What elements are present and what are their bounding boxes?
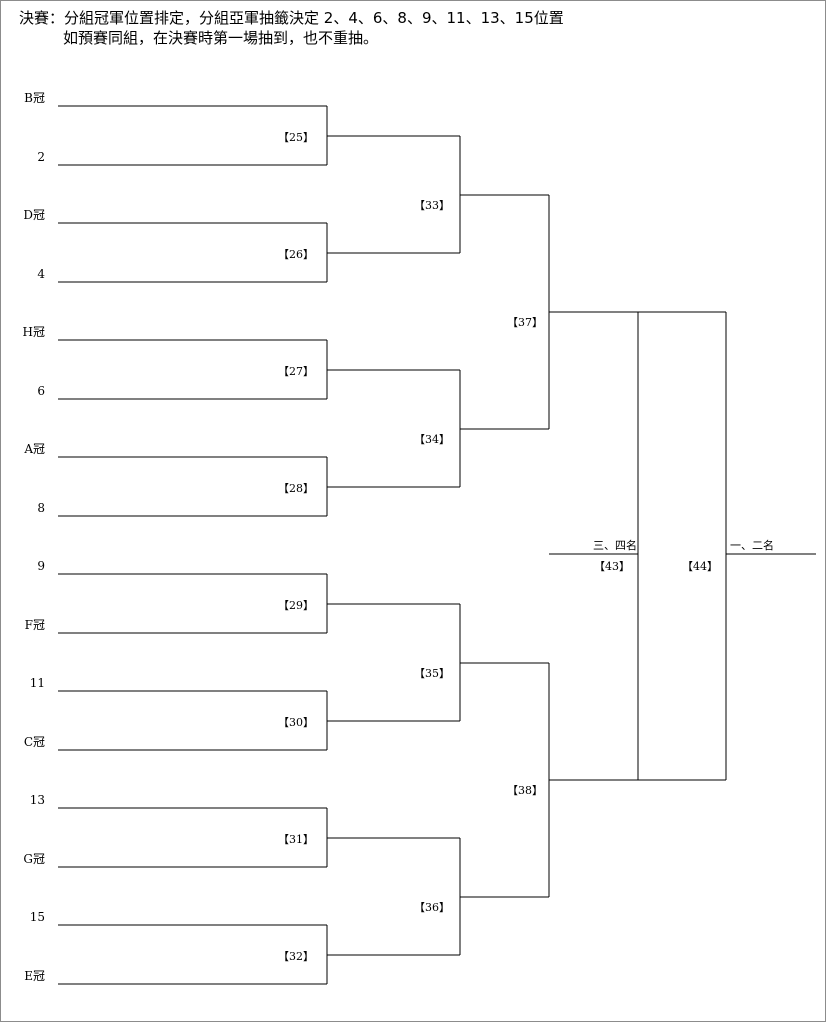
header-notes: 決賽：分組冠軍位置排定，分組亞軍抽籤決定 2、4、6、8、9、11、13、15位…: [19, 8, 564, 48]
slot-label: 11: [30, 676, 45, 690]
match-number: 【30】: [278, 716, 314, 729]
match-number: 【28】: [278, 482, 314, 495]
slot-label: F冠: [25, 618, 45, 632]
match-number: 【35】: [414, 667, 450, 680]
match-number: 【34】: [414, 433, 450, 446]
final-label: 一、二名: [730, 538, 774, 552]
match-number: 【36】: [414, 901, 450, 914]
match-number: 【37】: [507, 316, 543, 329]
match-number: 【38】: [507, 784, 543, 797]
slot-label: 8: [37, 501, 45, 515]
match-number: 【33】: [414, 199, 450, 212]
slot-label: 2: [37, 150, 45, 164]
slot-label: 9: [37, 559, 45, 573]
slot-label: D冠: [23, 208, 45, 222]
match-number: 【43】: [594, 560, 630, 573]
match-number: 【31】: [278, 833, 314, 846]
slot-label: G冠: [23, 852, 45, 866]
slot-label: B冠: [24, 91, 45, 105]
header-line-2: 如預賽同組，在決賽時第一場抽到，也不重抽。: [63, 29, 379, 47]
slot-label: C冠: [24, 735, 45, 749]
match-number: 【27】: [278, 365, 314, 378]
slot-label: A冠: [23, 442, 45, 456]
match-number: 【44】: [682, 560, 718, 573]
match-number: 【32】: [278, 950, 314, 963]
match-number: 【25】: [278, 131, 314, 144]
slot-label: E冠: [24, 969, 45, 983]
slot-label: 13: [30, 793, 45, 807]
slot-label: H冠: [23, 325, 45, 339]
third-place-label: 三、四名: [593, 538, 637, 552]
slot-label: 15: [30, 910, 45, 924]
slot-label: 6: [37, 384, 45, 398]
match-number: 【26】: [278, 248, 314, 261]
header-line-1: 決賽：分組冠軍位置排定，分組亞軍抽籤決定 2、4、6、8、9、11、13、15位…: [19, 9, 564, 27]
match-number: 【29】: [278, 599, 314, 612]
slot-label: 4: [37, 267, 45, 281]
